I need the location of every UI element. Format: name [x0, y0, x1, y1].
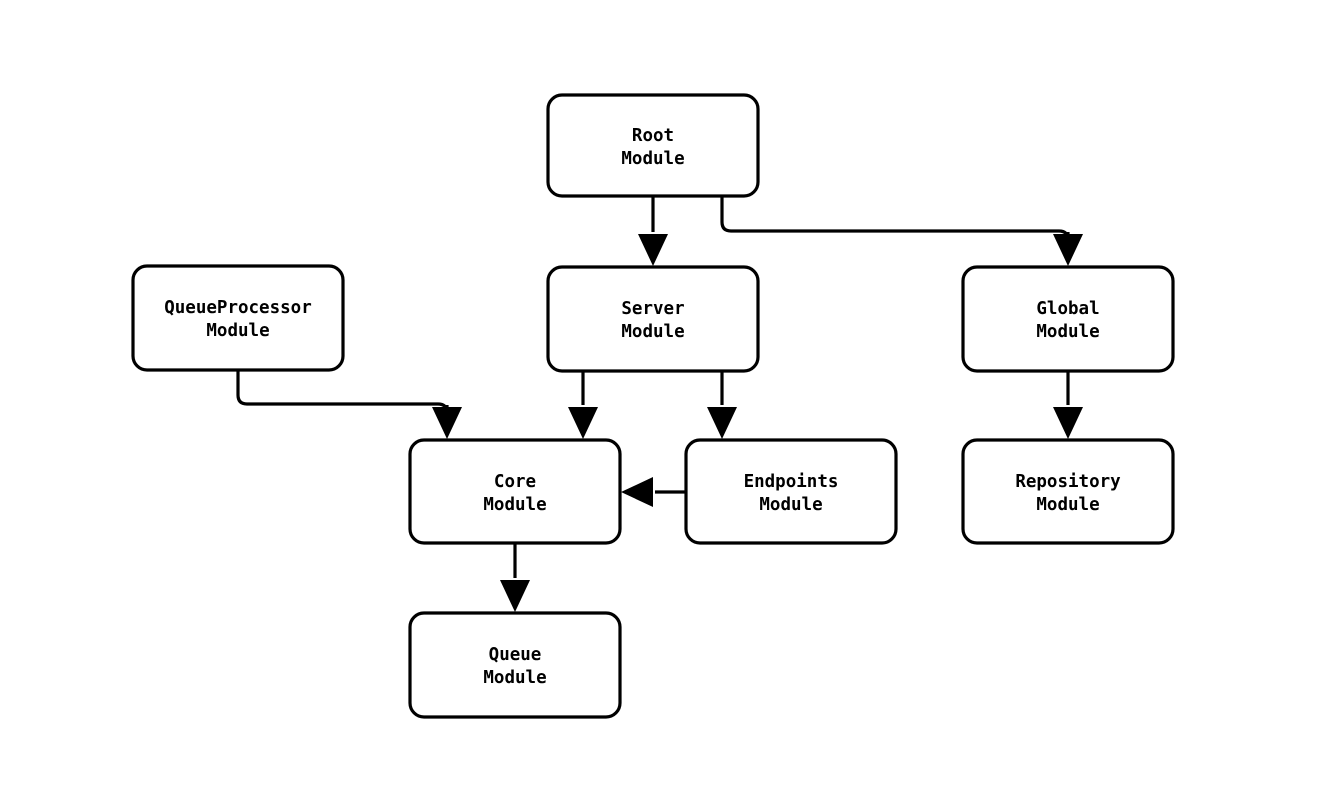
node-global-module-label-line1: Global	[1036, 299, 1099, 319]
node-endpoints-module-label-line1: Endpoints	[744, 472, 839, 492]
node-queue-module[interactable]: Queue Module	[408, 611, 622, 719]
node-root-module-label-line1: Root	[632, 126, 674, 146]
edge-root-to-global-arrowhead	[1053, 234, 1083, 266]
node-queueprocessor-module-box[interactable]	[131, 264, 345, 372]
edge-root-to-server-arrowhead	[638, 234, 668, 266]
node-core-module[interactable]: Core Module	[408, 438, 622, 545]
edge-queueprocessor-to-core-arrowhead	[432, 407, 462, 439]
node-server-module-label-line1: Server	[621, 299, 684, 319]
node-endpoints-module-label-line2: Module	[759, 495, 822, 515]
edge-queueprocessor-to-core-line	[236, 370, 449, 414]
edge-root-to-global-line	[720, 196, 1070, 241]
edge-queueprocessor-to-core	[236, 370, 462, 439]
node-queue-module-label-line1: Queue	[489, 645, 542, 665]
edge-root-to-server	[638, 196, 668, 266]
edge-global-to-repository	[1053, 371, 1083, 439]
node-repository-module[interactable]: Repository Module	[961, 438, 1175, 545]
edge-server-to-endpoints-arrowhead	[707, 407, 737, 439]
node-queue-module-box[interactable]	[408, 611, 622, 719]
node-global-module[interactable]: Global Module	[961, 265, 1175, 373]
node-repository-module-box[interactable]	[961, 438, 1175, 545]
node-endpoints-module-box[interactable]	[684, 438, 898, 545]
edge-global-to-repository-arrowhead	[1053, 407, 1083, 439]
edge-server-to-core-arrowhead	[568, 407, 598, 439]
node-core-module-box[interactable]	[408, 438, 622, 545]
node-queueprocessor-module[interactable]: QueueProcessor Module	[131, 264, 345, 372]
node-server-module-label-line2: Module	[621, 322, 684, 342]
node-root-module-label-line2: Module	[621, 149, 684, 169]
node-root-module[interactable]: Root Module	[546, 93, 760, 198]
edge-core-to-queue	[500, 543, 530, 612]
node-repository-module-label-line1: Repository	[1015, 472, 1121, 492]
node-queueprocessor-module-label-line2: Module	[206, 321, 269, 341]
edge-root-to-global	[720, 196, 1083, 266]
node-endpoints-module[interactable]: Endpoints Module	[684, 438, 898, 545]
edge-core-to-queue-arrowhead	[500, 580, 530, 612]
edge-endpoints-to-core	[621, 477, 686, 507]
node-core-module-label-line1: Core	[494, 472, 536, 492]
node-server-module-box[interactable]	[546, 265, 760, 373]
edge-layer	[236, 196, 1083, 612]
edge-server-to-core	[568, 371, 598, 439]
edge-server-to-endpoints	[707, 371, 737, 439]
node-layer: Root Module QueueProcessor Module Server…	[131, 93, 1175, 719]
node-root-module-box[interactable]	[546, 93, 760, 198]
node-global-module-label-line2: Module	[1036, 322, 1099, 342]
node-repository-module-label-line2: Module	[1036, 495, 1099, 515]
node-server-module[interactable]: Server Module	[546, 265, 760, 373]
node-queueprocessor-module-label-line1: QueueProcessor	[164, 298, 312, 318]
edge-endpoints-to-core-arrowhead	[621, 477, 653, 507]
node-global-module-box[interactable]	[961, 265, 1175, 373]
node-queue-module-label-line2: Module	[483, 668, 546, 688]
node-core-module-label-line2: Module	[483, 495, 546, 515]
